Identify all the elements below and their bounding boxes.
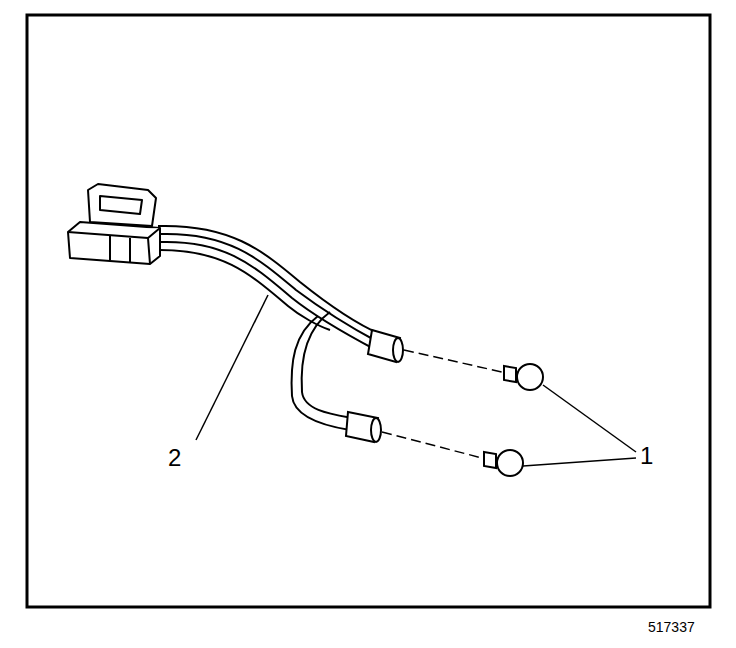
wires: [158, 226, 380, 430]
figure-number: 517337: [648, 620, 695, 634]
assembly-lines: [382, 350, 502, 458]
callout-number: 2: [168, 446, 181, 470]
frame: [27, 15, 710, 607]
sockets: [346, 330, 403, 442]
bulbs: [484, 364, 543, 476]
leader-lines: [196, 295, 636, 466]
callout-number: 1: [640, 444, 653, 468]
connector-housing: [68, 184, 160, 264]
